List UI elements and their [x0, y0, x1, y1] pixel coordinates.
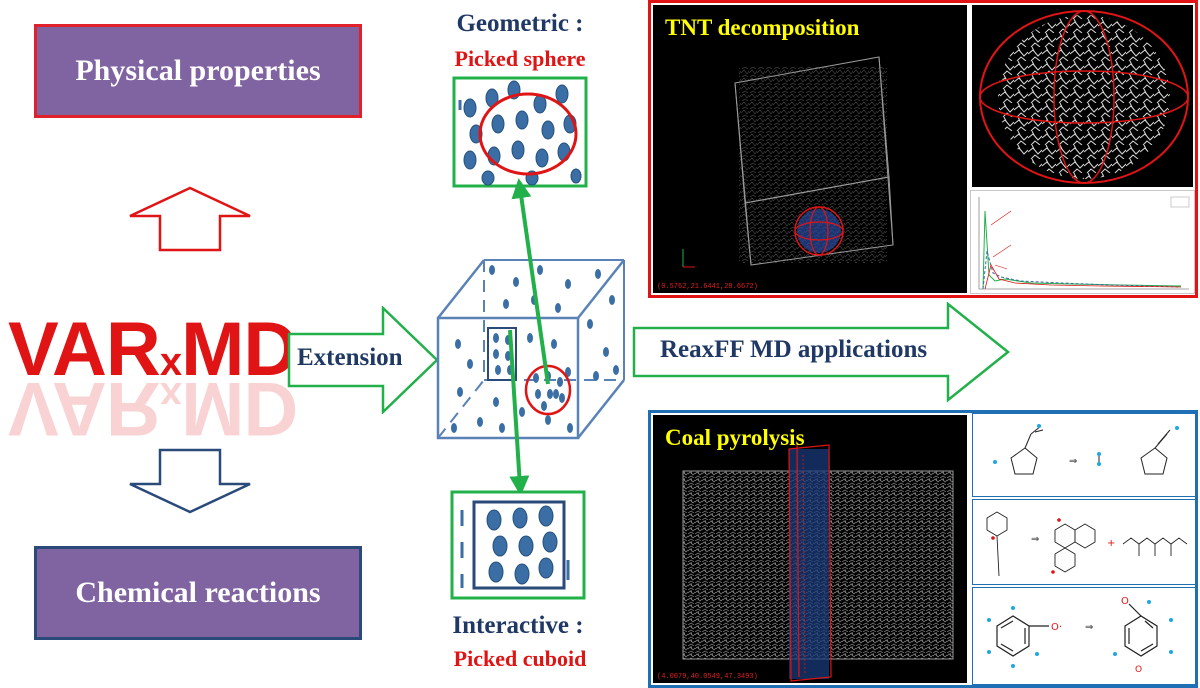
svg-text:O: O: [1121, 596, 1129, 607]
logo-reflection: VARxMD: [8, 366, 298, 451]
down-arrow: [129, 448, 251, 514]
reaxff-arrow: [632, 302, 1011, 403]
picked-cuboid-view: [450, 490, 586, 600]
physical-properties-box: Physical properties: [34, 24, 362, 118]
varxmd-logo: VARxMD VARxMD: [8, 307, 298, 452]
picked-sphere-view: [452, 76, 588, 188]
svg-text:O: O: [1135, 665, 1142, 675]
svg-text:⇒: ⇒: [1085, 622, 1093, 633]
tnt-simulation-view: TNT decomposition (0.5762,21.6441,28.667…: [651, 3, 969, 295]
up-arrow: [129, 186, 251, 252]
extension-arrow: [287, 306, 439, 414]
tnt-status-coords: (0.5762,21.6441,28.6672): [657, 283, 758, 291]
svg-text:⇒: ⇒: [1031, 534, 1039, 545]
tnt-title: TNT decomposition: [665, 15, 860, 40]
tnt-plot-view: [970, 190, 1195, 294]
reaxff-label: ReaxFF MD applications: [660, 336, 928, 363]
reaction-scheme-1: ⇒: [972, 413, 1196, 497]
logo-text-var: VAR: [8, 307, 161, 392]
interactive-title: Interactive :: [452, 612, 584, 639]
svg-text:⇒: ⇒: [1069, 456, 1077, 467]
connector-lines: [508, 178, 550, 496]
geometric-title: Geometric :: [456, 10, 584, 37]
chemical-reactions-box: Chemical reactions: [34, 546, 362, 640]
chemical-reactions-label: Chemical reactions: [75, 576, 321, 609]
reaction-scheme-2: ⇒ +: [972, 499, 1196, 585]
geometric-subtitle: Picked sphere: [454, 46, 586, 71]
logo-text-md: MD: [181, 307, 298, 392]
coal-simulation-view: Coal pyrolysis (4.0079,40.0549,47.3493): [651, 413, 969, 685]
extension-label: Extension: [297, 344, 403, 371]
simulation-box-cube: [436, 259, 625, 440]
svg-text:+: +: [1107, 538, 1115, 549]
logo-text-x: x: [159, 340, 182, 384]
physical-properties-label: Physical properties: [75, 54, 321, 87]
interactive-subtitle: Picked cuboid: [453, 646, 587, 671]
coal-status-coords: (4.0079,40.0549,47.3493): [657, 673, 758, 681]
tnt-zoom-sphere-view: [970, 3, 1195, 189]
coal-title: Coal pyrolysis: [665, 425, 805, 450]
reaction-scheme-3: O· ⇒ O O: [972, 587, 1196, 685]
svg-text:O·: O·: [1051, 622, 1062, 633]
